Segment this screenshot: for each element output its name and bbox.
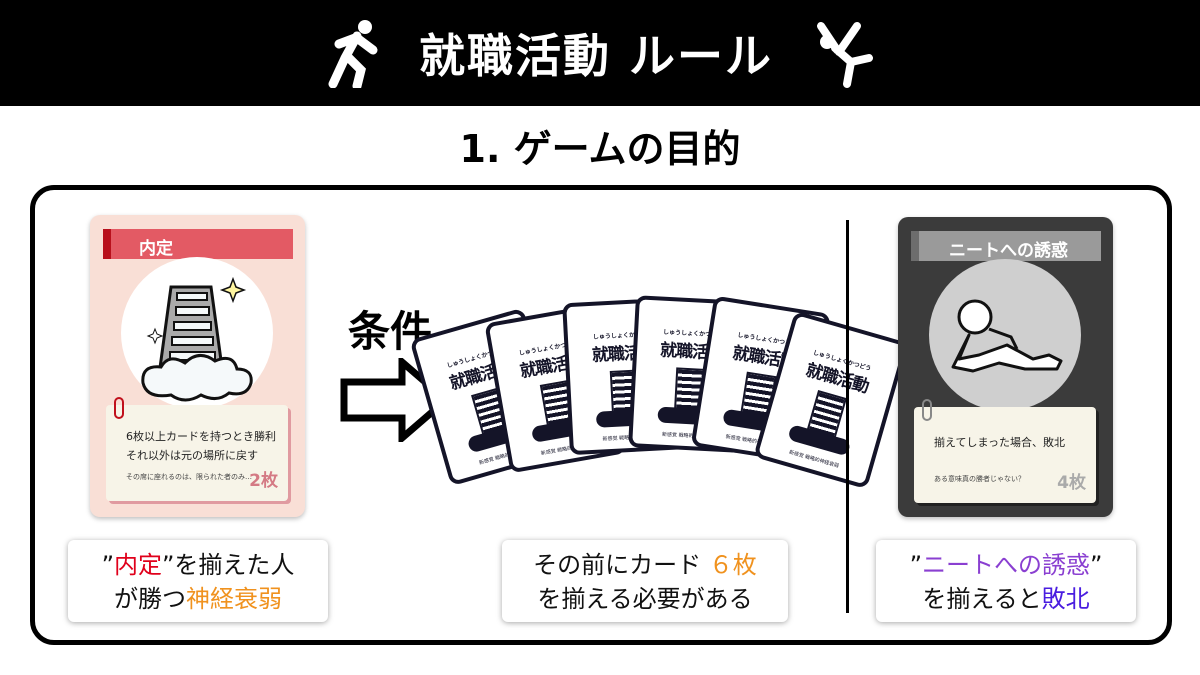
naitei-rule-line1: 6枚以上カードを持つとき勝利 (126, 430, 276, 443)
caption-left: ”内定”を揃えた人 が勝つ神経衰弱 (68, 540, 328, 622)
page-title: 就職活動 ルール (418, 29, 773, 83)
naitei-rule-line2: それ以外は元の場所に戻す (126, 449, 258, 462)
section-title: 1. ゲームの目的 (459, 127, 741, 171)
neet-flavor-text: ある意味真の勝者じゃない？ (934, 475, 1025, 483)
caption-text: が勝つ (114, 585, 186, 613)
paperclip-icon (114, 397, 124, 419)
highlight-neet: ニートへの誘惑 (922, 551, 1090, 579)
naitei-card-title: 内定 (103, 229, 293, 259)
ladder-cloud-illustration (121, 257, 273, 409)
neet-card: ニートへの誘惑 揃えてしまった場合、敗北 ある意味真の勝者じゃない？ 4枚 (898, 217, 1113, 517)
neet-card-title: ニートへの誘惑 (911, 231, 1101, 261)
naitei-flavor-text: その席に座れるのは、限られた者のみ… (126, 473, 252, 481)
neet-card-note: 揃えてしまった場合、敗北 ある意味真の勝者じゃない？ 4枚 (914, 399, 1096, 503)
content-frame (30, 185, 1172, 645)
highlight-six-cards: ６枚 (708, 551, 757, 579)
caption-text: その前にカード (533, 551, 702, 579)
caption-right: ”ニートへの誘惑” を揃えると敗北 (876, 540, 1136, 622)
naitei-card-note: 6枚以上カードを持つとき勝利 それ以外は元の場所に戻す その席に座れるのは、限ら… (106, 397, 288, 501)
naitei-count: 2枚 (249, 471, 278, 491)
running-person-icon (328, 20, 378, 88)
quote: ” (1090, 551, 1103, 579)
highlight-concentration: 神経衰弱 (186, 585, 282, 613)
naitei-card: 内定 6枚以上カードを持つとき勝利 それ以外は元の場所に戻す その席に座れるのは… (90, 215, 305, 517)
neet-rule-line1: 揃えてしまった場合、敗北 (934, 436, 1066, 449)
divider (846, 220, 849, 613)
caption-middle: その前にカード ６枚 を揃える必要がある (502, 540, 788, 622)
quote: ” (101, 551, 114, 579)
caption-text: ”を揃えた人 (162, 551, 295, 579)
paperclip-icon (922, 399, 932, 421)
falling-person-icon (817, 22, 873, 88)
highlight-defeat: 敗北 (1041, 585, 1090, 613)
caption-text: を揃える必要がある (537, 585, 753, 613)
quote: ” (909, 551, 922, 579)
neet-count: 4枚 (1057, 473, 1086, 493)
caption-text: を揃えると (922, 585, 1042, 613)
highlight-naitei: 内定 (114, 551, 162, 579)
header-bar: 就職活動 ルール (0, 0, 1200, 106)
lying-person-illustration (929, 259, 1081, 411)
